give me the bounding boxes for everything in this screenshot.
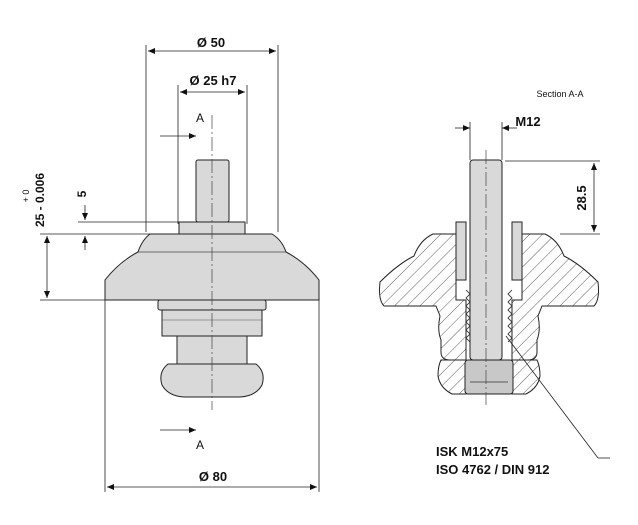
section-title: Section A-A bbox=[536, 89, 583, 99]
section-marker-bottom: A bbox=[196, 438, 204, 452]
dim-label-d25h7: Ø 25 h7 bbox=[190, 73, 237, 88]
insert-left bbox=[455, 221, 467, 281]
dim-label-height-tolerance: + 0 bbox=[21, 190, 31, 203]
dim-label-28-5: 28.5 bbox=[574, 185, 589, 210]
leader-line bbox=[505, 335, 599, 459]
shaft-pin bbox=[195, 159, 230, 223]
flange-section-left bbox=[379, 233, 467, 361]
dim-label-d50: Ø 50 bbox=[197, 35, 225, 50]
section-marker-top: A bbox=[196, 111, 204, 125]
dim-label-step: 5 bbox=[75, 190, 89, 197]
screw-callout-line2: ISO 4762 / DIN 912 bbox=[436, 462, 549, 477]
insert-right bbox=[511, 221, 523, 281]
knob-section-left bbox=[437, 359, 467, 395]
section-view: Section A-A M12 28.5 ISK M12x75 bbox=[379, 89, 610, 477]
screw-head bbox=[464, 359, 514, 395]
dim-label-height: 25 - 0.006 bbox=[33, 173, 47, 227]
flange-section-right bbox=[511, 233, 599, 361]
dim-label-m12: M12 bbox=[515, 114, 540, 129]
front-view: Ø 50 Ø 25 h7 A A Ø 80 25 - 0.006 + 0 5 bbox=[21, 35, 320, 492]
thread-right bbox=[507, 289, 513, 343]
screw-callout-line1: ISK M12x75 bbox=[436, 444, 508, 459]
dim-label-d80: Ø 80 bbox=[199, 469, 227, 484]
thread-left bbox=[465, 289, 471, 343]
knob-section-right bbox=[511, 359, 541, 395]
base-flange bbox=[104, 233, 320, 301]
